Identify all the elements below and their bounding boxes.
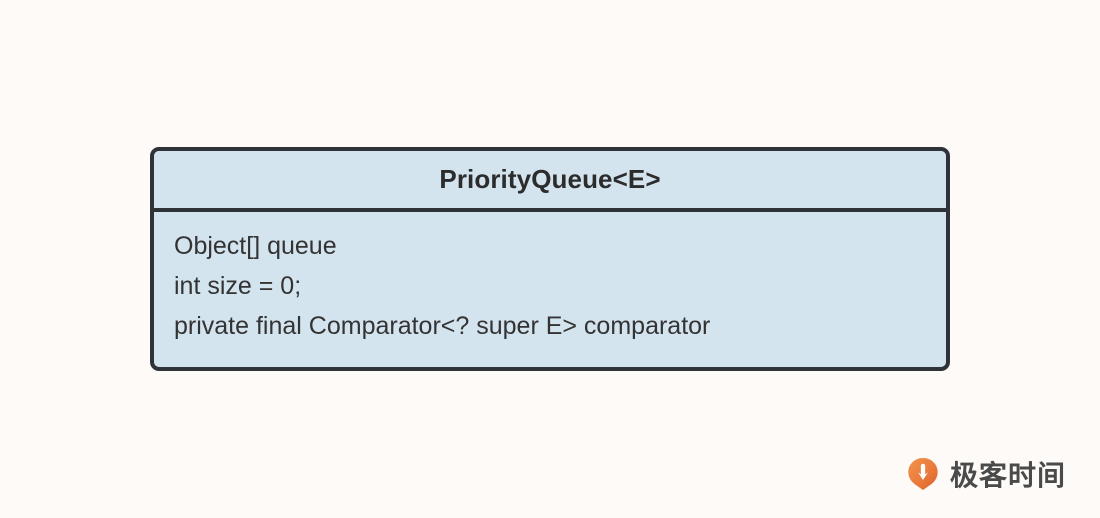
class-header: PriorityQueue<E>	[154, 151, 946, 212]
watermark: 极客时间	[905, 454, 1066, 494]
watermark-text: 极客时间	[949, 459, 1066, 492]
class-attributes-compartment: Object[] queue int size = 0; private fin…	[154, 212, 946, 346]
attribute-row: int size = 0;	[174, 272, 302, 300]
uml-class-box: PriorityQueue<E> Object[] queue int size…	[150, 147, 950, 371]
class-name-label: PriorityQueue<E>	[439, 164, 661, 194]
attribute-row: Object[] queue	[174, 232, 337, 260]
geektime-pin-logo-icon	[905, 456, 941, 492]
attribute-row: private final Comparator<? super E> comp…	[174, 312, 711, 340]
